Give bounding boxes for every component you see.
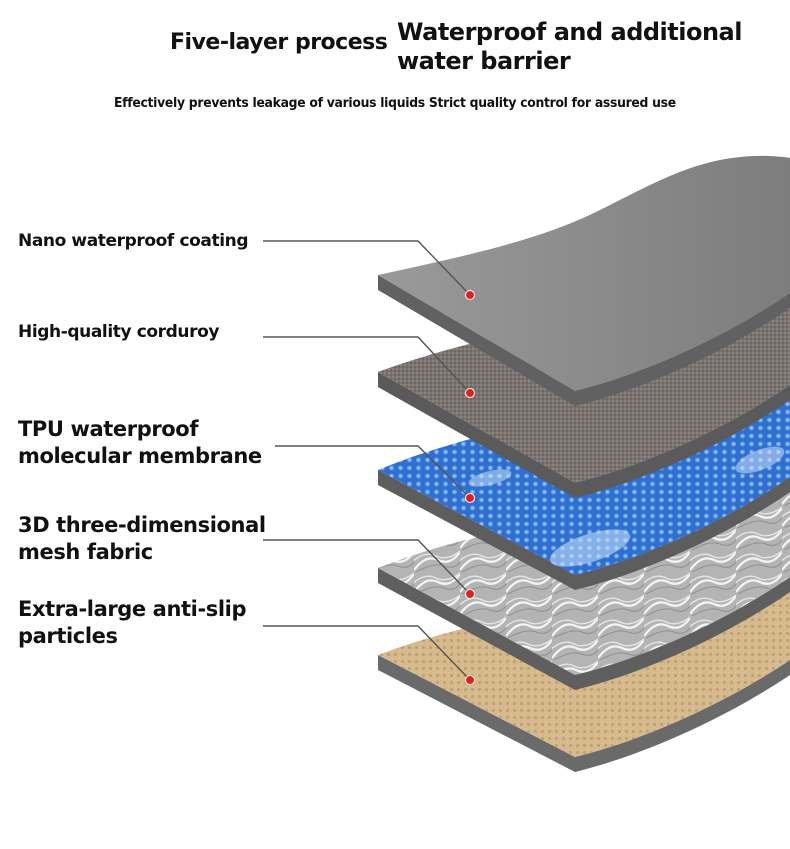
marker-tpu xyxy=(465,493,475,503)
label-line: Nano waterproof coating xyxy=(18,231,249,251)
layer-coating xyxy=(378,155,790,406)
title-waterproof-barrier: Waterproof and additional water barrier xyxy=(397,18,777,76)
leader-line-particles xyxy=(263,625,471,681)
title-right-line-2: water barrier xyxy=(397,47,571,75)
marker-mesh xyxy=(465,589,475,599)
leader-lines xyxy=(263,240,471,681)
label-nano-waterproof-coating: Nano waterproof coating xyxy=(18,231,249,251)
markers xyxy=(465,290,475,685)
leader-line-corduroy xyxy=(263,336,471,394)
label-tpu-membrane: TPU waterproof molecular membrane xyxy=(18,416,262,470)
label-line: mesh fabric xyxy=(18,540,153,564)
subtitle: Effectively prevents leakage of various … xyxy=(114,96,676,111)
label-3d-mesh-fabric: 3D three-dimensional mesh fabric xyxy=(18,512,266,566)
label-high-quality-corduroy: High-quality corduroy xyxy=(18,322,219,342)
label-line: particles xyxy=(18,624,118,648)
label-line: Extra-large anti-slip xyxy=(18,597,247,621)
marker-coating xyxy=(465,290,475,300)
label-anti-slip-particles: Extra-large anti-slip particles xyxy=(18,596,246,650)
label-line: High-quality corduroy xyxy=(18,322,220,342)
marker-corduroy xyxy=(465,388,475,398)
title-five-layer-process: Five-layer process xyxy=(170,30,388,55)
label-line: molecular membrane xyxy=(18,444,262,468)
label-line: TPU waterproof xyxy=(18,417,199,441)
leader-line-coating xyxy=(263,240,471,296)
leader-line-tpu xyxy=(275,445,471,499)
title-right-line-1: Waterproof and additional xyxy=(397,18,742,46)
marker-particles xyxy=(465,675,475,685)
leader-line-mesh xyxy=(263,539,471,595)
label-line: 3D three-dimensional xyxy=(18,513,266,537)
